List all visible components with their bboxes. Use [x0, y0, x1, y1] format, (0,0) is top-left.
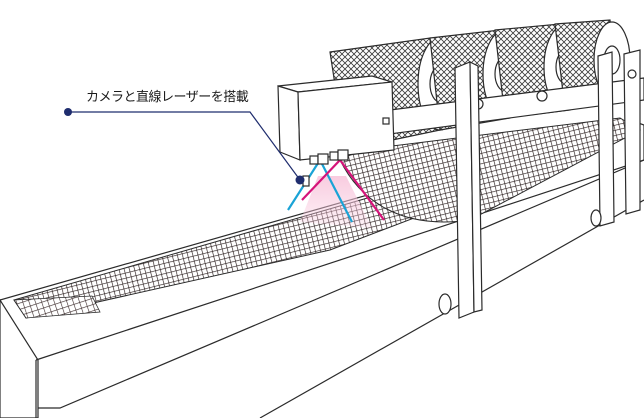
- callout-label: カメラと直線レーザーを搭載: [86, 90, 249, 105]
- camera-sensor-icon: [277, 75, 395, 187]
- frame: [389, 49, 644, 319]
- laser-glow: [300, 176, 372, 228]
- laser-rays: [301, 159, 385, 221]
- callout-leader: [64, 108, 305, 185]
